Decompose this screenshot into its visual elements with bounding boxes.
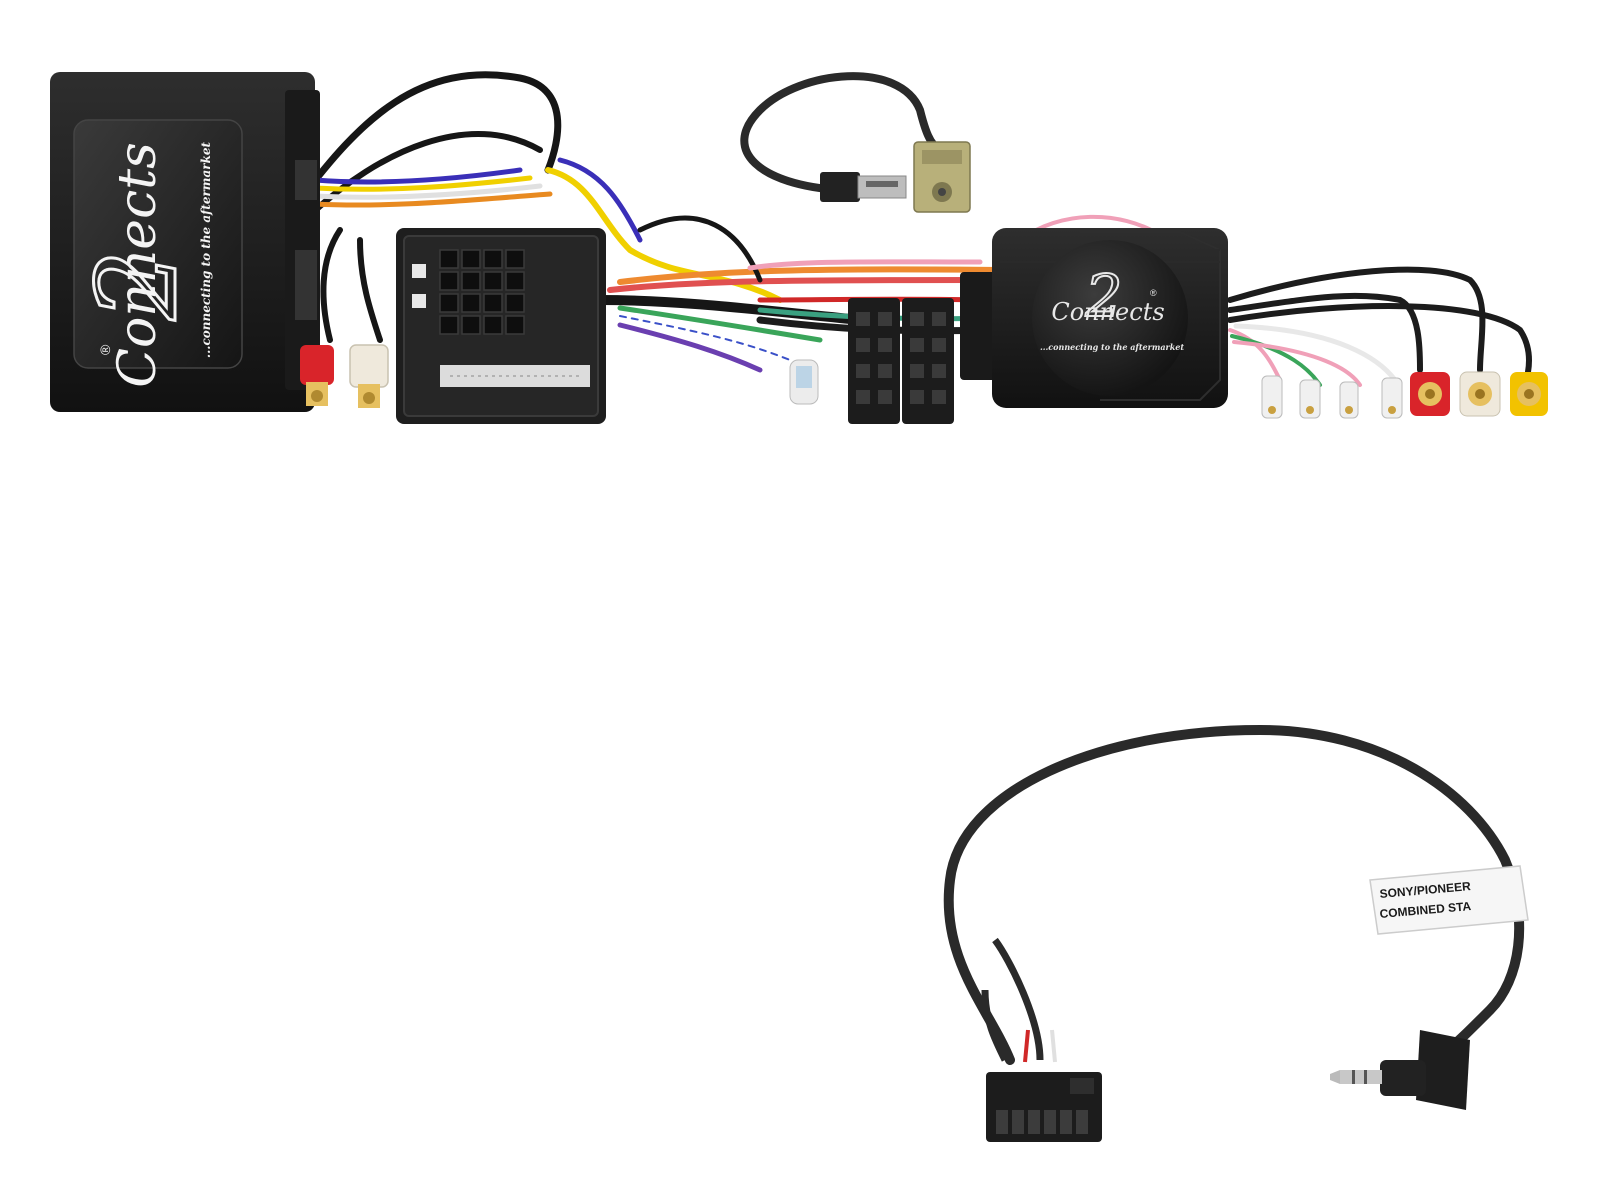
- iso-connector-right: [902, 298, 954, 424]
- brand-name: Connects: [108, 142, 168, 388]
- brand-tagline: ...connecting to the aftermarket: [199, 141, 213, 358]
- cable-label: SONY/PIONEER COMBINED STA: [1369, 865, 1529, 935]
- rca-plug-white-right: [1459, 371, 1501, 417]
- control-brand-tagline: ...connecting to the aftermarket: [1040, 342, 1184, 352]
- registered-mark: ®: [97, 344, 113, 355]
- molex-connector: [986, 1072, 1102, 1142]
- wire-bundle: [296, 71, 1532, 387]
- control-box: 2 Connects ® ...connecting to the afterm…: [960, 228, 1228, 408]
- rca-plug-yellow-right: [1510, 372, 1548, 416]
- jack-plug: [1330, 1030, 1470, 1110]
- rca-plug-red-left: [300, 345, 334, 406]
- rca-plug-red-right: [1410, 372, 1450, 416]
- control-registered-mark: ®: [1150, 288, 1157, 298]
- iso-connector-left: [848, 298, 900, 424]
- antenna-connector: [913, 141, 971, 213]
- brand-numeral: 2: [73, 250, 201, 321]
- wire-terminals: [1261, 375, 1403, 419]
- interface-box: Connects 2 ® ...connecting to the afterm…: [50, 72, 320, 412]
- control-brand-numeral: 2: [1085, 262, 1123, 330]
- control-box-logo: 2 Connects ® ...connecting to the afterm…: [1040, 261, 1184, 352]
- usb-plug: [820, 172, 907, 202]
- fuse-holder: [789, 359, 819, 405]
- patch-lead: SONY/PIONEER COMBINED STA: [943, 724, 1529, 1142]
- control-brand-name: Connects: [1051, 298, 1164, 326]
- quadlock-connector: [396, 228, 606, 424]
- brand-logo: Connects 2 ® ...connecting to the afterm…: [72, 141, 214, 388]
- rca-plug-white-left: [349, 344, 389, 408]
